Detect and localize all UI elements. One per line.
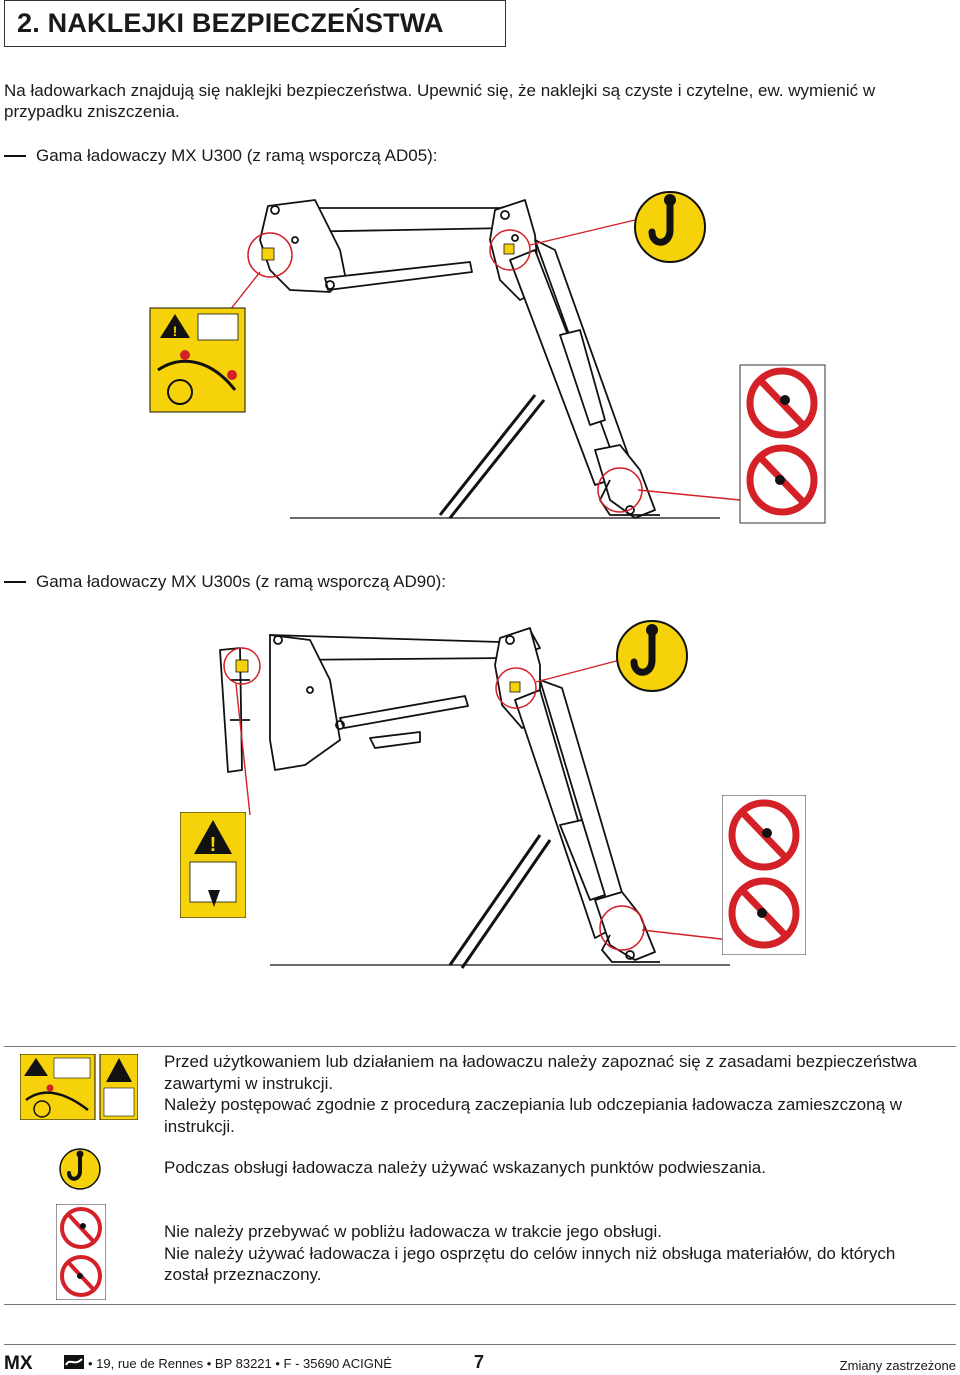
hook-decal-u300: [634, 191, 706, 263]
brand-logo: MX: [4, 1353, 84, 1371]
page-number: 7: [474, 1352, 485, 1372]
legend-prohibited-line2: Nie należy używać ładowacza i jego osprz…: [164, 1243, 896, 1285]
legend-separator-bottom: [4, 1304, 956, 1305]
footer-separator: [4, 1344, 956, 1345]
legend-separator-top: [4, 1046, 956, 1047]
warning-decal-u300: !: [149, 307, 246, 413]
section-heading-u300: Gama ładowaczy MX U300 (z ramą wsporczą …: [4, 146, 438, 166]
title-box: 2. NAKLEJKI BEZPIECZEŃSTWA: [4, 0, 506, 47]
legend-text-read-manual: Przed użytkowaniem lub działaniem na ład…: [164, 1051, 944, 1137]
loader-figure-u300s: [219, 627, 731, 969]
intro-paragraph: Na ładowarkach znajdują się naklejki bez…: [4, 81, 876, 121]
brand-logo-text: MX: [4, 1353, 33, 1371]
legend-text-hook: Podczas obsługi ładowacza należy używać …: [164, 1157, 944, 1179]
legend-read-manual-line1: Przed użytkowaniem lub działaniem na ład…: [164, 1052, 918, 1093]
legend-hook-line1: Podczas obsługi ładowacza należy używać …: [164, 1158, 766, 1177]
legend-hook-icon: [59, 1148, 101, 1190]
section-heading-u300s-text: Gama ładowaczy MX U300s (z ramą wsporczą…: [36, 572, 447, 591]
legend-read-manual-line2: Należy postępować zgodnie z procedurą za…: [164, 1095, 903, 1136]
page-title: 2. NAKLEJKI BEZPIECZEŃSTWA: [17, 8, 444, 38]
dash-marker: [4, 155, 26, 157]
svg-text:!: !: [173, 323, 178, 339]
prohibition-decal-u300: [739, 364, 826, 524]
footer-address: • 19, rue de Rennes • BP 83221 • F - 356…: [88, 1356, 392, 1371]
legend-text-prohibited: Nie należy przebywać w pobliżu ładowacza…: [164, 1221, 944, 1286]
legend-prohibition-icon: [56, 1204, 106, 1300]
legend-prohibited-line1: Nie należy przebywać w pobliżu ładowacza…: [164, 1222, 662, 1241]
prohibition-decal-u300s: [722, 795, 806, 955]
dash-marker: [4, 581, 26, 583]
legend-warning-decals: [20, 1054, 138, 1120]
warning-decal-u300s: !: [180, 812, 246, 918]
loader-figure-u300: !: [149, 191, 826, 524]
section-heading-u300-text: Gama ładowaczy MX U300 (z ramą wsporczą …: [36, 146, 438, 165]
hook-decal-u300s: [616, 620, 688, 692]
footer-note: Zmiany zastrzeżone: [839, 1358, 956, 1373]
section-heading-u300s: Gama ładowaczy MX U300s (z ramą wsporczą…: [4, 572, 446, 592]
svg-text:!: !: [210, 834, 217, 856]
